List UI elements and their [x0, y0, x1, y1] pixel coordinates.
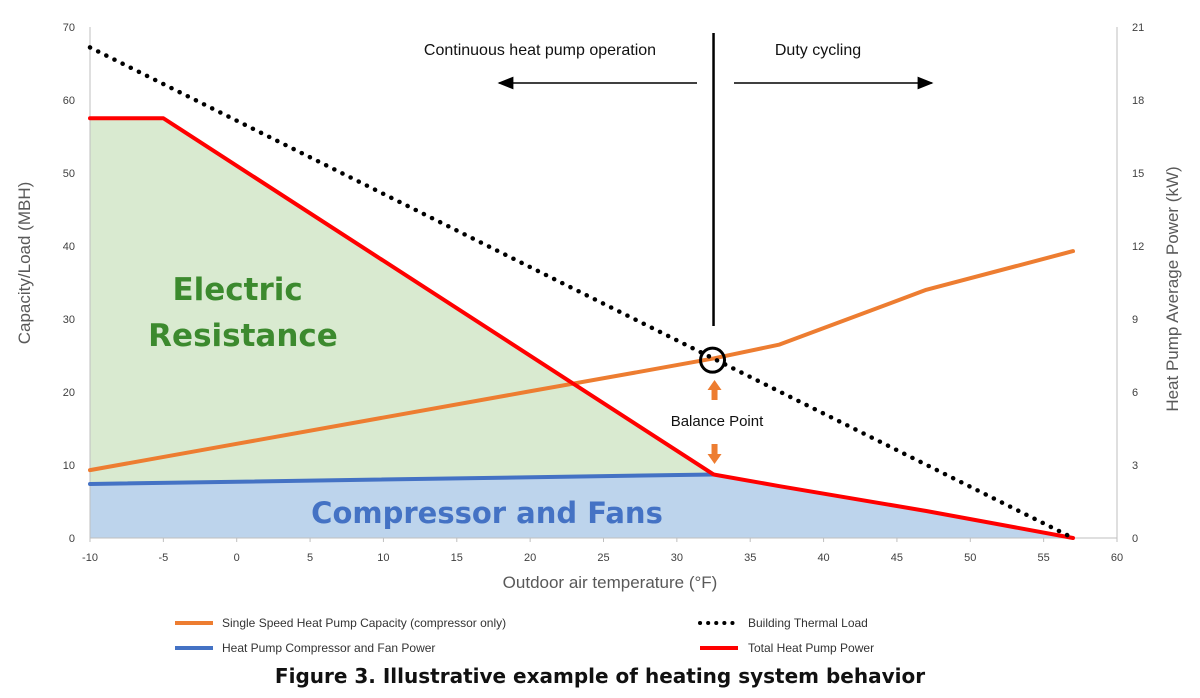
balance-point-label: Balance Point — [671, 413, 764, 430]
thermal-load-line — [87, 45, 1076, 541]
x-tick-label: 15 — [451, 552, 463, 564]
electric-resistance-region — [90, 118, 714, 484]
y-tick-label-left: 70 — [63, 22, 75, 34]
total-power-line — [88, 116, 1075, 540]
x-tick-label: 0 — [234, 552, 240, 564]
y-tick-label-right: 21 — [1132, 22, 1144, 34]
legend-label-load: Building Thermal Load — [748, 616, 868, 630]
electric-resistance-line-2: Resistance — [148, 318, 338, 354]
x-tick-label: -5 — [158, 552, 168, 564]
y-tick-label-right: 0 — [1132, 533, 1138, 545]
balance-point-marker — [699, 346, 727, 374]
x-tick-label: 40 — [817, 552, 829, 564]
continuous-operation-label: Continuous heat pump operation — [424, 42, 656, 59]
x-tick-label: 30 — [671, 552, 683, 564]
x-tick-label: 20 — [524, 552, 536, 564]
figure-caption: Figure 3. Illustrative example of heatin… — [274, 664, 926, 688]
y-tick-label-left: 10 — [63, 460, 75, 472]
y-tick-label-right: 9 — [1132, 314, 1138, 326]
legend-label-compressor-power: Heat Pump Compressor and Fan Power — [222, 641, 435, 655]
x-tick-label: 25 — [597, 552, 609, 564]
duty-cycling-label: Duty cycling — [775, 42, 861, 59]
compressor-power-line — [88, 472, 716, 486]
y-tick-label-right: 18 — [1132, 95, 1144, 107]
balance-down-arrow — [707, 444, 722, 464]
x-tick-label: 35 — [744, 552, 756, 564]
x-tick-label: -10 — [82, 552, 98, 564]
y-tick-label-left: 30 — [63, 314, 75, 326]
y-tick-label-right: 3 — [1132, 460, 1138, 472]
electric-resistance-label: Electric Resistance — [148, 272, 338, 354]
compressor-fans-region — [90, 474, 1073, 538]
x-tick-label: 10 — [377, 552, 389, 564]
legend-label-capacity: Single Speed Heat Pump Capacity (compres… — [222, 616, 506, 630]
electric-resistance-line-1: Electric — [172, 272, 302, 308]
x-tick-label: 55 — [1038, 552, 1050, 564]
legend: Single Speed Heat Pump Capacity (compres… — [175, 616, 874, 655]
balance-up-arrow — [707, 380, 722, 400]
x-tick-label: 45 — [891, 552, 903, 564]
y-tick-label-left: 0 — [69, 533, 75, 545]
y-axis-title-left: Capacity/Load (MBH) — [15, 182, 34, 345]
y-tick-label-left: 20 — [63, 387, 75, 399]
y-axis-title-right: Heat Pump Average Power (kW) — [1163, 166, 1182, 411]
compressor-fans-label: Compressor and Fans — [311, 496, 663, 530]
x-axis-title: Outdoor air temperature (°F) — [503, 573, 718, 592]
y-tick-label-left: 40 — [63, 241, 75, 253]
y-tick-label-left: 60 — [63, 95, 75, 107]
x-tick-label: 50 — [964, 552, 976, 564]
x-tick-label: 5 — [307, 552, 313, 564]
capacity-line — [88, 249, 1075, 473]
legend-label-total-power: Total Heat Pump Power — [748, 641, 874, 655]
y-tick-label-right: 12 — [1132, 241, 1144, 253]
y-tick-label-right: 15 — [1132, 168, 1144, 180]
y-tick-label-right: 6 — [1132, 387, 1138, 399]
y-tick-label-left: 50 — [63, 168, 75, 180]
x-tick-label: 60 — [1111, 552, 1123, 564]
